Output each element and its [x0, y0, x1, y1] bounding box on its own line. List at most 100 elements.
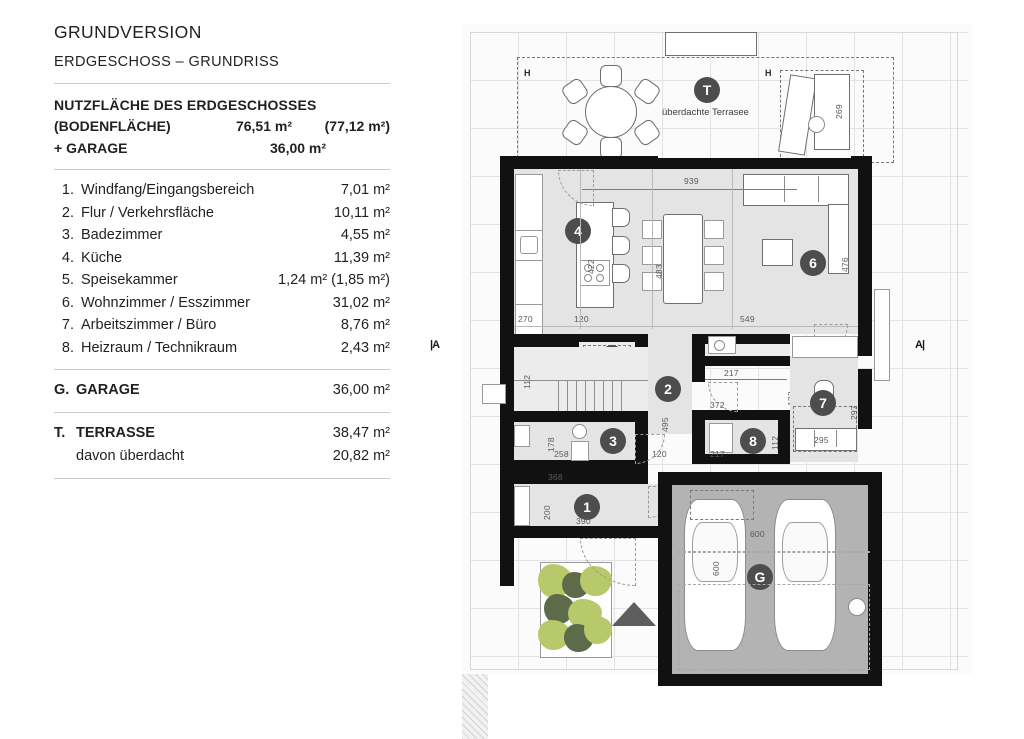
- room-area: 4,55 m²: [340, 227, 390, 243]
- dim-372: 372: [710, 400, 725, 410]
- wall-pantry-top: [566, 334, 648, 342]
- dim-line-217: [705, 379, 787, 380]
- terrace-table: [585, 86, 637, 138]
- entry-direction-arrow: [612, 602, 656, 626]
- dim-gridline: [732, 169, 733, 329]
- wall-garage-left: [658, 472, 672, 686]
- wall-top-left: [500, 156, 630, 169]
- badge-bathroom: 3: [600, 428, 626, 454]
- wall-top-stub: [630, 156, 658, 169]
- stair-riser: [576, 380, 577, 411]
- garage-door-zone: [678, 584, 870, 670]
- divider: [54, 83, 390, 84]
- garage-name: GARAGE: [76, 382, 140, 398]
- room-name: Speisekammer: [81, 272, 178, 288]
- burner: [584, 264, 592, 272]
- dim-390: 390: [576, 516, 591, 526]
- terrace-key: T.: [54, 425, 66, 441]
- wall-tech-bottom: [692, 454, 790, 464]
- terrace-label: überdachte Terrasee: [662, 107, 749, 118]
- dim-495: 495: [660, 417, 670, 432]
- dining-chair: [704, 272, 724, 291]
- wall-tech-left-upper: [692, 334, 705, 382]
- stair-riser: [603, 380, 604, 411]
- dining-chair: [704, 246, 724, 265]
- window-right: [874, 289, 890, 381]
- room-area: 7,01 m²: [340, 182, 390, 198]
- dim-600-b: 600: [711, 561, 721, 576]
- dim-112-a: 112: [522, 374, 532, 389]
- room-name: Windfang/Eingangsbereich: [81, 182, 255, 198]
- area-header-line2: (BODENFLÄCHE) 76,51 m² (77,12 m²): [54, 115, 390, 137]
- room-number: 5.: [61, 272, 74, 288]
- room-number: 7.: [61, 317, 74, 333]
- section-mark-right: A|: [915, 339, 925, 351]
- coffee-table: [762, 239, 793, 266]
- burner: [596, 274, 604, 282]
- garage-add-row: + GARAGE 36,00 m²: [54, 137, 390, 159]
- burner: [596, 264, 604, 272]
- office-cabinet: [792, 336, 858, 358]
- room-name: Badezimmer: [81, 227, 163, 243]
- wall-service-top: [705, 334, 790, 344]
- burner: [584, 274, 592, 282]
- room-area: 31,02 m²: [332, 294, 390, 311]
- badge-living: 6: [800, 250, 826, 276]
- area-header-alt-value: (77,12 m²): [324, 118, 390, 134]
- room-list-item: 3. Badezimmer 4,55 m²: [54, 224, 390, 247]
- divider: [54, 478, 390, 479]
- dining-chair: [704, 220, 724, 239]
- terrace-top-element: [665, 32, 757, 56]
- badge-garage: G: [747, 564, 773, 590]
- terrace-name: TERRASSE: [76, 425, 155, 441]
- bar-stool: [612, 264, 630, 283]
- room-name: Flur / Verkehrsfläche: [81, 204, 214, 221]
- wall-entry-top: [514, 472, 648, 484]
- room-name: Arbeitszimmer / Büro: [81, 317, 217, 333]
- room-number: 1.: [61, 182, 74, 198]
- room-number: 3.: [61, 227, 74, 243]
- stair-riser: [558, 380, 559, 411]
- area-header-label: (BODENFLÄCHE): [54, 118, 171, 134]
- wall-garage-top: [658, 472, 882, 485]
- room-area: 11,39 m²: [333, 249, 390, 266]
- h-mark-right: H: [765, 68, 772, 78]
- bath-window: [514, 425, 530, 447]
- dining-table: [663, 214, 703, 304]
- garage-area: 36,00 m²: [332, 382, 390, 398]
- section-mark-left: |A: [430, 339, 440, 351]
- stair-riser: [585, 380, 586, 411]
- dim-gridline: [580, 169, 581, 329]
- garage-row: G. GARAGE 36,00 m²: [54, 379, 390, 402]
- divider: [54, 169, 390, 170]
- dim-549: 549: [740, 314, 755, 324]
- dim-217-a: 217: [724, 368, 739, 378]
- badge-hallway: 2: [655, 376, 681, 402]
- stair-riser: [567, 380, 568, 411]
- area-header-line1: NUTZFLÄCHE DES ERDGESCHOSSES: [54, 97, 317, 113]
- h-mark-left: H: [524, 68, 531, 78]
- room-number: 8.: [61, 339, 74, 356]
- room-area: 2,43 m²: [340, 339, 390, 356]
- badge-office: 7: [810, 390, 836, 416]
- bar-stool: [612, 236, 630, 255]
- garage-fixture: [848, 598, 866, 616]
- wall-service-bottom: [705, 356, 790, 366]
- garage-add-value: 36,00 m²: [270, 140, 327, 156]
- boiler-unit: [709, 423, 733, 453]
- room-area: 10,11 m²: [333, 204, 390, 221]
- room-name: Wohnzimmer / Esszimmer: [81, 294, 250, 311]
- wall-tech-top: [692, 410, 790, 420]
- shrub: [584, 616, 612, 644]
- staircase-area: [514, 347, 648, 411]
- dim-200: 200: [542, 505, 552, 520]
- terrace-area: 38,47 m²: [332, 425, 390, 441]
- bath-toilet: [571, 441, 589, 461]
- badge-kitchen: 4: [565, 218, 591, 244]
- bar-stool: [612, 208, 630, 227]
- terrace-covered-row: . davon überdacht 20,82 m²: [54, 445, 390, 468]
